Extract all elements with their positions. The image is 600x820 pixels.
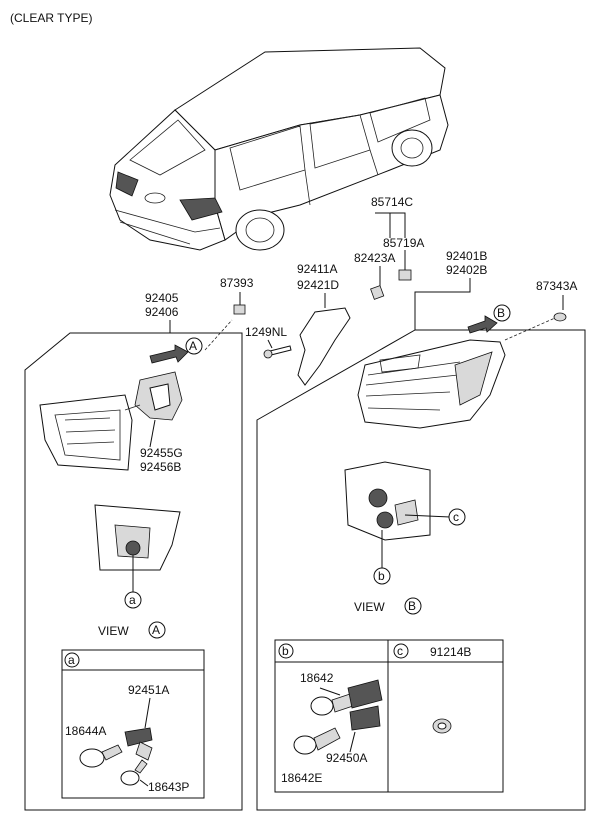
- arrow-view-a: [149, 344, 189, 364]
- socket-92450A-lower: [349, 705, 381, 731]
- label-92421D: 92421D: [297, 278, 339, 292]
- label-92411A: 92411A: [297, 262, 337, 276]
- clip-82423A: [370, 285, 385, 300]
- callout-B-top-text: B: [497, 306, 505, 320]
- leader-1249NL: [267, 339, 273, 349]
- callout-A-top: [185, 337, 203, 355]
- socket-b-upper: [368, 488, 388, 508]
- label-18644A: 18644A: [65, 724, 106, 738]
- socket-92450A-upper: [347, 679, 383, 709]
- detail-box-a: [61, 649, 205, 799]
- callout-a-text: a: [129, 593, 136, 607]
- socket-a: [125, 540, 141, 556]
- bulb-18642: [310, 696, 334, 716]
- label-92455G: 92455G: [140, 446, 183, 460]
- label-92406: 92406: [145, 305, 179, 319]
- arrow-view-b: [467, 315, 498, 334]
- callout-B-top: [493, 304, 511, 322]
- label-92456B: 92456B: [140, 460, 181, 474]
- label-85714C: 85714C: [371, 195, 413, 209]
- label-92402B: 92402B: [446, 263, 487, 277]
- view-a-label: VIEW: [98, 624, 129, 638]
- leader-92401B: [414, 278, 471, 330]
- socket-b-lower: [376, 511, 394, 529]
- label-1249NL: 1249NL: [245, 325, 287, 339]
- detail-c-letter: c: [397, 644, 403, 658]
- nut-87343A: [553, 312, 567, 322]
- vehicle-illustration: [109, 47, 449, 251]
- label-85719A: 85719A: [383, 236, 424, 250]
- detail-box-bc: [274, 639, 504, 793]
- label-82423A: 82423A: [354, 251, 395, 265]
- leader-85714C: [375, 212, 406, 238]
- callout-A-top-text: A: [189, 339, 197, 353]
- label-92450A: 92450A: [326, 751, 367, 765]
- label-18642E: 18642E: [281, 771, 322, 785]
- callout-c: [448, 508, 466, 526]
- callout-c-text: c: [453, 510, 459, 524]
- nut-87393: [233, 304, 246, 315]
- callout-b-text: b: [378, 569, 385, 583]
- label-92451A: 92451A: [128, 683, 169, 697]
- label-87343A: 87343A: [536, 279, 577, 293]
- outer-lamp-back: [344, 461, 431, 541]
- callout-a: [124, 591, 142, 609]
- label-87393: 87393: [220, 276, 254, 290]
- socket-92451A: [124, 727, 153, 747]
- bulb-18642E: [293, 735, 317, 755]
- panel-inner-lamp: [24, 332, 243, 811]
- label-91214B: 91214B: [430, 645, 471, 659]
- view-b-label: VIEW: [354, 600, 385, 614]
- bulb-18643P: [120, 770, 140, 786]
- label-92401B: 92401B: [446, 249, 487, 263]
- view-b-letter: B: [408, 599, 416, 613]
- view-a-letter: A: [152, 623, 160, 637]
- label-18643P: 18643P: [148, 780, 189, 794]
- detail-a-letter: a: [68, 653, 75, 667]
- detail-b-letter: b: [282, 644, 289, 658]
- callout-b: [373, 567, 391, 585]
- clip-85719A: [398, 269, 412, 281]
- panel-outer-lamp: [256, 329, 586, 811]
- bracket-92411A: [297, 307, 351, 386]
- inner-lamp-92405: [39, 394, 133, 471]
- bulb-18644A: [79, 748, 105, 768]
- label-18642: 18642: [300, 671, 334, 685]
- grommet-c: [394, 499, 419, 526]
- label-92405: 92405: [145, 291, 179, 305]
- diagram-title: (CLEAR TYPE): [10, 11, 92, 25]
